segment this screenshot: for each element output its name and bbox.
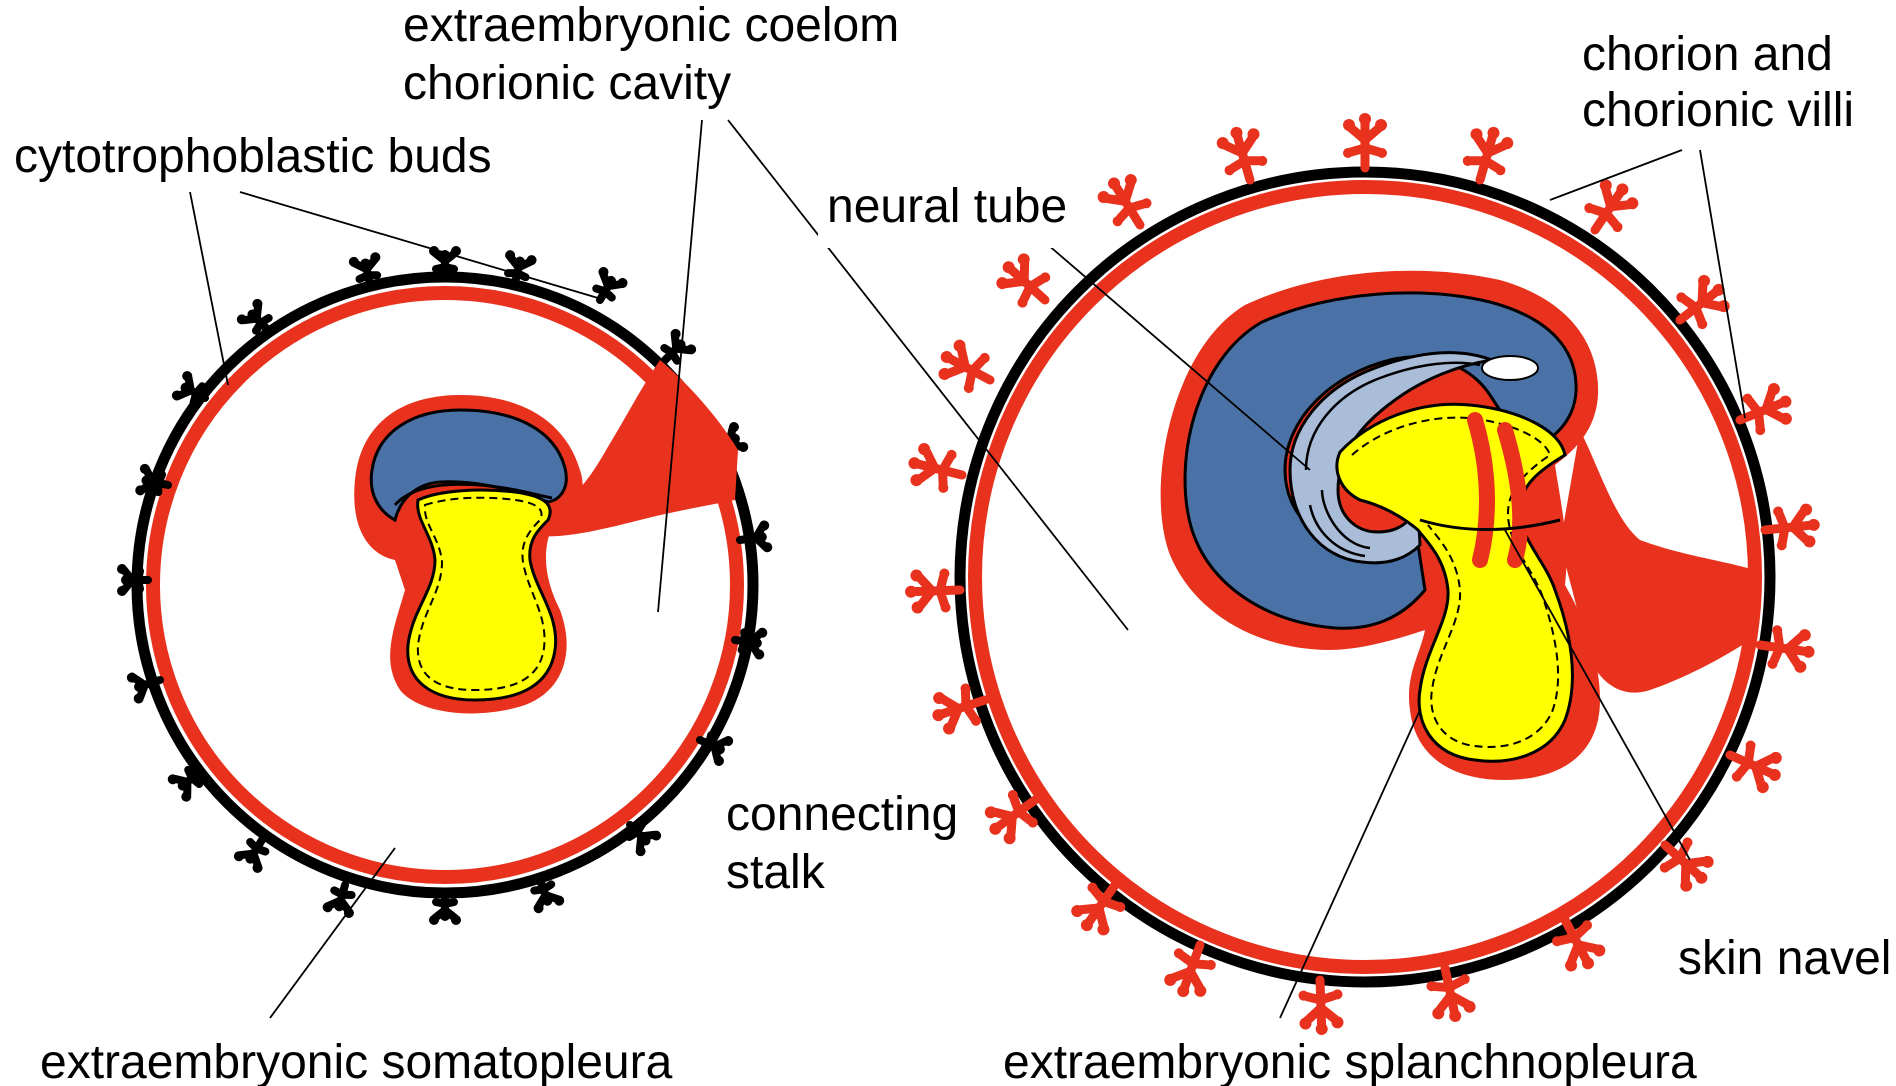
label-somatopleura: extraembryonic somatopleura <box>40 1036 673 1086</box>
label-cytotrophoblastic-buds: cytotrophoblastic buds <box>14 130 492 183</box>
right-white-vesicle <box>1482 356 1538 380</box>
label-chorionic-cavity: chorionic cavity <box>403 57 731 110</box>
label-chorionic-villi: chorionic villi <box>1582 84 1854 137</box>
leader-buds-left <box>190 192 228 385</box>
label-chorion-and: chorion and <box>1582 28 1833 81</box>
label-stalk: stalk <box>726 846 826 899</box>
left-embryo <box>117 246 773 925</box>
label-splanchnopleura: extraembryonic splanchnopleura <box>1003 1036 1697 1086</box>
label-neural-tube: neural tube <box>827 180 1067 233</box>
right-embryo <box>903 113 1822 1036</box>
label-extraembryonic-coelom: extraembryonic coelom <box>403 0 899 52</box>
label-connecting: connecting <box>726 788 958 841</box>
label-skin-navel: skin navel <box>1678 932 1891 985</box>
